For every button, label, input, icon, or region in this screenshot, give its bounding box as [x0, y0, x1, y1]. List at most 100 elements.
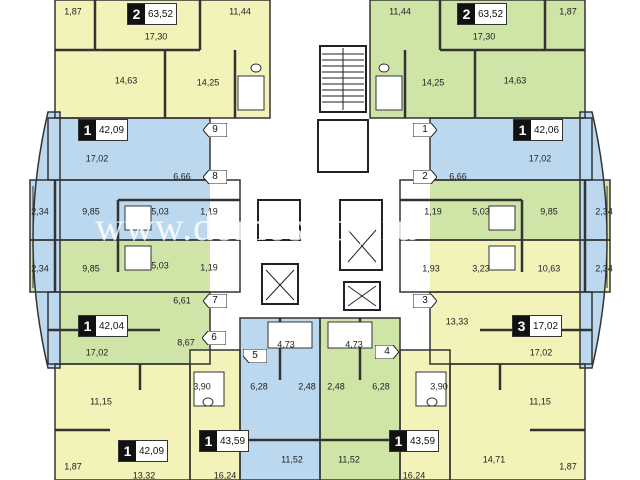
- core-shaft: [317, 119, 369, 173]
- room-area-label: 9,85: [82, 263, 100, 274]
- apartment-area: 42,09: [139, 445, 165, 457]
- room-area-label: 11,44: [229, 6, 251, 17]
- room-area-label: 5,03: [151, 206, 169, 217]
- apartment-badge: 1 42,09: [78, 119, 129, 141]
- room-area-label: 4,73: [277, 339, 295, 350]
- apartment-badge: 1 43,59: [389, 430, 440, 452]
- room-area-label: 14,25: [196, 77, 220, 88]
- apartment-door-marker: 1: [413, 123, 437, 137]
- apartment-door-marker: 2: [413, 170, 437, 184]
- room-area-label: 2,34: [595, 263, 613, 274]
- apartment-e-blue: [430, 118, 592, 180]
- marker-number: 9: [212, 124, 218, 135]
- apartment-w-green: [48, 292, 210, 364]
- apartment-door-marker: 6: [202, 331, 226, 345]
- apartment-badge: 1 42,06: [513, 119, 564, 141]
- room-area-label: 2,48: [298, 381, 316, 392]
- room-area-label: 2,34: [31, 206, 49, 217]
- apartment-sw-hall: [190, 350, 240, 480]
- apartment-se: [450, 364, 585, 480]
- room-area-label: 1,87: [64, 6, 82, 17]
- room-count: 1: [79, 120, 96, 140]
- room-area-label: 10,63: [537, 263, 561, 274]
- room-area-label: 1,19: [200, 262, 218, 273]
- room-count: 1: [79, 316, 96, 336]
- apartment-badge: 1 42,04: [78, 315, 129, 337]
- apartment-area: 42,09: [99, 124, 125, 136]
- apartment-door-marker: 3: [413, 294, 437, 308]
- marker-number: 5: [252, 350, 258, 361]
- marker-number: 1: [422, 124, 428, 135]
- bathroom-fixtures: [124, 63, 516, 407]
- room-count: 1: [200, 431, 217, 451]
- room-area-label: 14,25: [421, 77, 445, 88]
- apartment-area: 63,52: [478, 8, 504, 20]
- room-area-label: 11,52: [281, 454, 303, 465]
- room-count: 2: [458, 4, 475, 24]
- windows: [29, 186, 611, 288]
- room-area-label: 11,15: [529, 396, 551, 407]
- room-area-label: 4,73: [345, 339, 363, 350]
- room-area-label: 9,85: [540, 206, 558, 217]
- room-area-label: 1,19: [200, 206, 218, 217]
- room-area-label: 17,02: [528, 153, 552, 164]
- room-area-label: 11,52: [338, 454, 360, 465]
- apartment-door-marker: 4: [375, 345, 399, 359]
- apartment-area: 43,59: [220, 435, 246, 447]
- room-area-label: 17,30: [472, 31, 496, 42]
- room-area-label: 14,63: [503, 75, 527, 86]
- room-area-label: 1,19: [424, 206, 442, 217]
- central-corridor: [210, 118, 430, 318]
- room-area-label: 16,24: [213, 470, 237, 480]
- room-area-label: 2,34: [31, 263, 49, 274]
- room-count: 1: [390, 431, 407, 451]
- apartment-badge: 1 43,59: [199, 430, 250, 452]
- room-area-label: 6,61: [173, 295, 191, 306]
- room-area-label: 11,44: [389, 6, 411, 17]
- room-area-label: 14,63: [114, 75, 138, 86]
- apartment-e-yellow: [430, 292, 592, 364]
- room-area-label: 13,32: [132, 470, 156, 480]
- room-area-label: 13,33: [445, 316, 469, 327]
- room-area-label: 1,87: [559, 6, 577, 17]
- apartment-badge: 3 17,02: [512, 315, 563, 337]
- room-area-label: 14,71: [482, 454, 506, 465]
- room-area-label: 9,85: [82, 206, 100, 217]
- room-area-label: 17,02: [529, 347, 553, 358]
- apartment-area: 17,02: [533, 320, 559, 332]
- room-area-label: 1,87: [559, 461, 577, 472]
- elevator-crosses: [265, 229, 377, 307]
- room-area-label: 2,34: [595, 206, 613, 217]
- room-area-label: 1,93: [422, 263, 440, 274]
- apartment-area: 43,59: [410, 435, 436, 447]
- marker-number: 3: [422, 295, 428, 306]
- marker-number: 8: [212, 171, 218, 182]
- apartment-area: 63,52: [148, 8, 174, 20]
- marker-number: 2: [422, 171, 428, 182]
- apartment-door-marker: 5: [243, 349, 267, 363]
- elevators: [257, 199, 383, 311]
- room-area-label: 3,90: [193, 381, 211, 392]
- room-area-label: 16,24: [402, 470, 426, 480]
- room-area-label: 3,23: [472, 263, 490, 274]
- room-area-label: 8,67: [177, 337, 195, 348]
- room-area-label: 17,30: [144, 31, 168, 42]
- room-area-label: 17,02: [85, 153, 109, 164]
- room-area-label: 1,87: [64, 461, 82, 472]
- room-area-label: 5,03: [472, 206, 490, 217]
- room-area-label: 6,28: [372, 381, 390, 392]
- apartment-badge: 2 63,52: [127, 3, 178, 25]
- room-area-label: 6,28: [250, 381, 268, 392]
- room-area-label: 5,03: [151, 260, 169, 271]
- apartment-badge: 2 63,52: [457, 3, 508, 25]
- apartment-door-marker: 9: [203, 123, 227, 137]
- room-area-label: 2,48: [327, 381, 345, 392]
- apartment-area: 42,04: [99, 320, 125, 332]
- room-count: 2: [128, 4, 145, 24]
- stair-steps: [322, 48, 364, 110]
- marker-number: 6: [211, 332, 217, 343]
- room-area-label: 3,90: [430, 381, 448, 392]
- apartment-se-hall: [400, 350, 450, 480]
